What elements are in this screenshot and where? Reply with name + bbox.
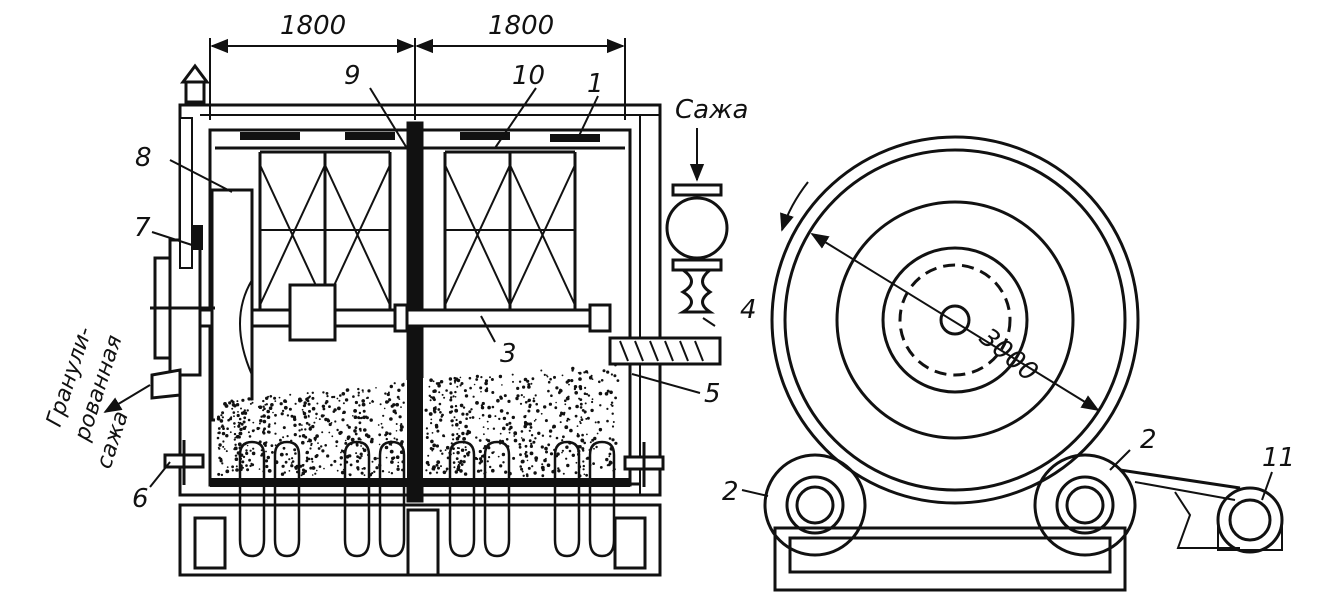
callout-2-left: 2	[722, 477, 739, 507]
callout-8: 8	[135, 143, 152, 173]
callout-3: 3	[500, 339, 517, 369]
callout-10: 10	[512, 61, 545, 91]
heating-coils	[238, 440, 616, 558]
end-view	[741, 135, 1284, 592]
callout-11: 11	[1262, 443, 1295, 473]
callout-5: 5	[704, 379, 721, 409]
leader-lines	[149, 87, 716, 488]
end-plate	[210, 188, 254, 422]
motor-pulley	[1216, 486, 1284, 554]
drum-axle	[939, 304, 971, 336]
callout-7: 7	[134, 213, 151, 243]
roller-base	[773, 526, 1127, 592]
callout-4: 4	[740, 295, 757, 325]
callout-2-right: 2	[1140, 425, 1157, 455]
rotation-arrow	[780, 181, 809, 232]
diameter-line	[810, 233, 1100, 411]
outlet-arrow	[103, 384, 151, 413]
dimension-lines	[209, 38, 626, 120]
dim-left-label: 1800	[280, 11, 346, 41]
support-roller-right	[1033, 453, 1137, 557]
drum-bottom	[210, 478, 630, 487]
blade-1	[550, 134, 600, 142]
drive-belt	[1119, 468, 1241, 549]
callout-9: 9	[344, 61, 361, 91]
right-lattice-frame	[443, 150, 577, 318]
support-bolt-right	[623, 442, 665, 487]
support-roller-left	[763, 453, 867, 557]
callout-6: 6	[132, 484, 149, 514]
outlet-chute	[150, 368, 182, 400]
sectional-view	[103, 38, 729, 577]
drum-outer-rim	[770, 135, 1140, 505]
callout-1: 1	[587, 69, 604, 99]
inlet-label: Сажа	[675, 95, 748, 125]
feed-hopper	[665, 183, 729, 314]
dim-right-label: 1800	[488, 11, 554, 41]
diameter-label: 3000	[974, 322, 1044, 388]
left-lattice-frame	[258, 150, 392, 318]
support-bolt-left	[163, 440, 205, 485]
base-frame	[178, 503, 662, 577]
vent-cap	[179, 63, 210, 269]
screw-feeder	[608, 336, 722, 366]
